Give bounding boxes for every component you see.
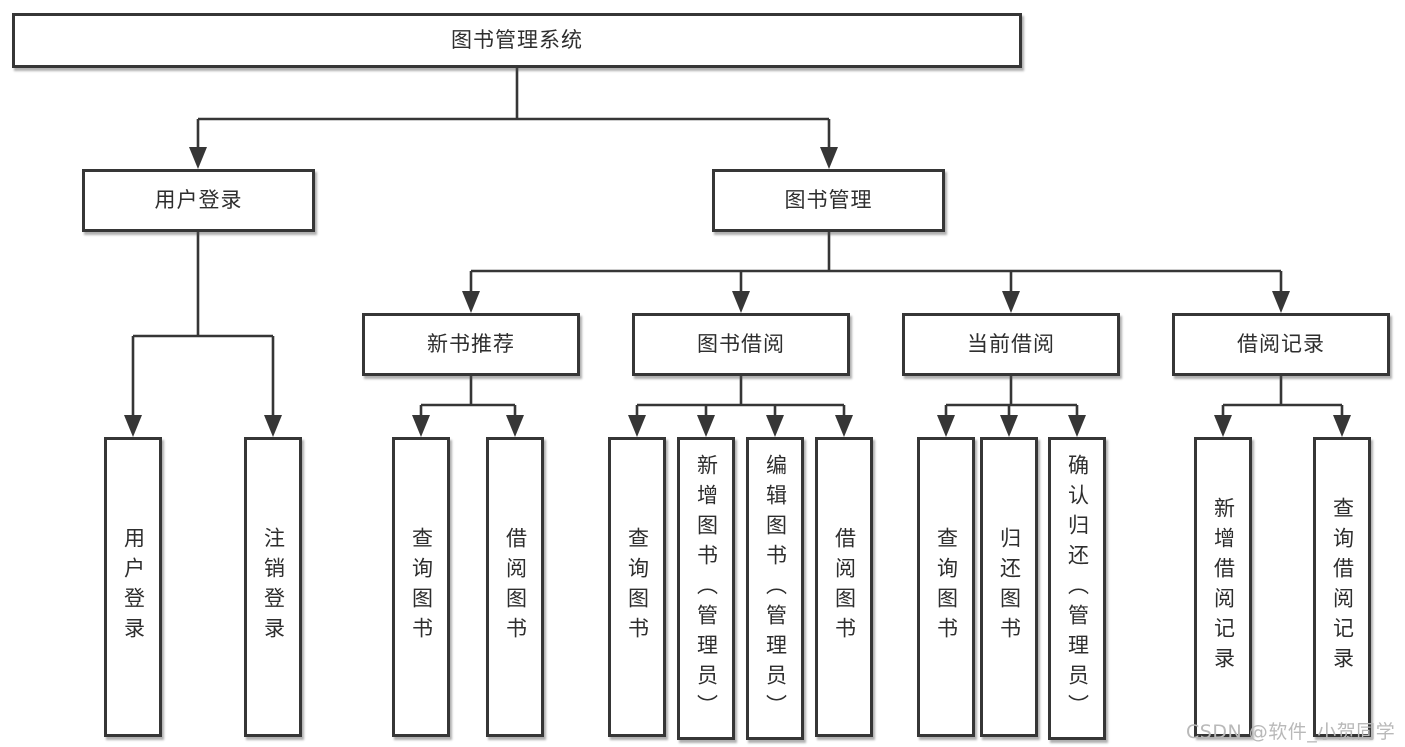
leaf-user-login-label: 用户登录 <box>121 527 146 647</box>
node-current-borrowing-label: 当前借阅 <box>967 332 1055 356</box>
node-root-label: 图书管理系统 <box>451 28 583 52</box>
leaf-borrowing-add-books: 新增图书（管理员） <box>677 437 735 740</box>
leaf-borrowing-borrow-books: 借阅图书 <box>815 437 873 737</box>
leaf-current-return-books: 归还图书 <box>980 437 1038 737</box>
leaf-borrowing-query-books: 查询图书 <box>608 437 666 737</box>
leaf-records-add-record-label: 新增借阅记录 <box>1211 497 1236 677</box>
leaf-borrowing-edit-books-label: 编辑图书（管理员） <box>763 453 788 724</box>
leaf-current-confirm-return: 确认归还（管理员） <box>1048 437 1106 740</box>
node-user-login-label: 用户登录 <box>154 188 243 212</box>
leaf-records-add-record: 新增借阅记录 <box>1194 437 1252 737</box>
leaf-current-return-books-label: 归还图书 <box>997 527 1022 647</box>
leaf-records-query-record-label: 查询借阅记录 <box>1330 497 1355 677</box>
leaf-borrowing-add-books-label: 新增图书（管理员） <box>694 453 719 724</box>
node-root-system: 图书管理系统 <box>12 13 1022 68</box>
node-borrowing-records-label: 借阅记录 <box>1237 332 1325 356</box>
leaf-recommend-query-books-label: 查询图书 <box>409 527 434 647</box>
node-book-management: 图书管理 <box>712 169 945 232</box>
node-borrowing-records: 借阅记录 <box>1172 313 1390 376</box>
node-book-management-label: 图书管理 <box>784 188 873 212</box>
node-new-book-recommend-label: 新书推荐 <box>427 332 515 356</box>
node-current-borrowing: 当前借阅 <box>902 313 1120 376</box>
node-new-book-recommend: 新书推荐 <box>362 313 580 376</box>
node-user-login: 用户登录 <box>82 169 315 232</box>
leaf-borrowing-edit-books: 编辑图书（管理员） <box>746 437 804 740</box>
leaf-logout: 注销登录 <box>244 437 302 737</box>
leaf-logout-label: 注销登录 <box>261 527 286 647</box>
leaf-records-query-record: 查询借阅记录 <box>1313 437 1371 737</box>
node-book-borrowing: 图书借阅 <box>632 313 850 376</box>
arrowheads <box>124 147 1351 437</box>
leaf-recommend-borrow-books: 借阅图书 <box>486 437 544 737</box>
leaf-current-query-books: 查询图书 <box>917 437 975 737</box>
node-book-borrowing-label: 图书借阅 <box>697 332 785 356</box>
leaf-recommend-borrow-books-label: 借阅图书 <box>503 527 528 647</box>
leaf-user-login: 用户登录 <box>104 437 162 737</box>
watermark-text: CSDN @软件_小贺同学 <box>1186 721 1396 743</box>
leaf-borrowing-borrow-books-label: 借阅图书 <box>832 527 857 647</box>
leaf-borrowing-query-books-label: 查询图书 <box>625 527 650 647</box>
leaf-current-query-books-label: 查询图书 <box>934 527 959 647</box>
leaf-recommend-query-books: 查询图书 <box>392 437 450 737</box>
leaf-current-confirm-return-label: 确认归还（管理员） <box>1065 453 1090 724</box>
